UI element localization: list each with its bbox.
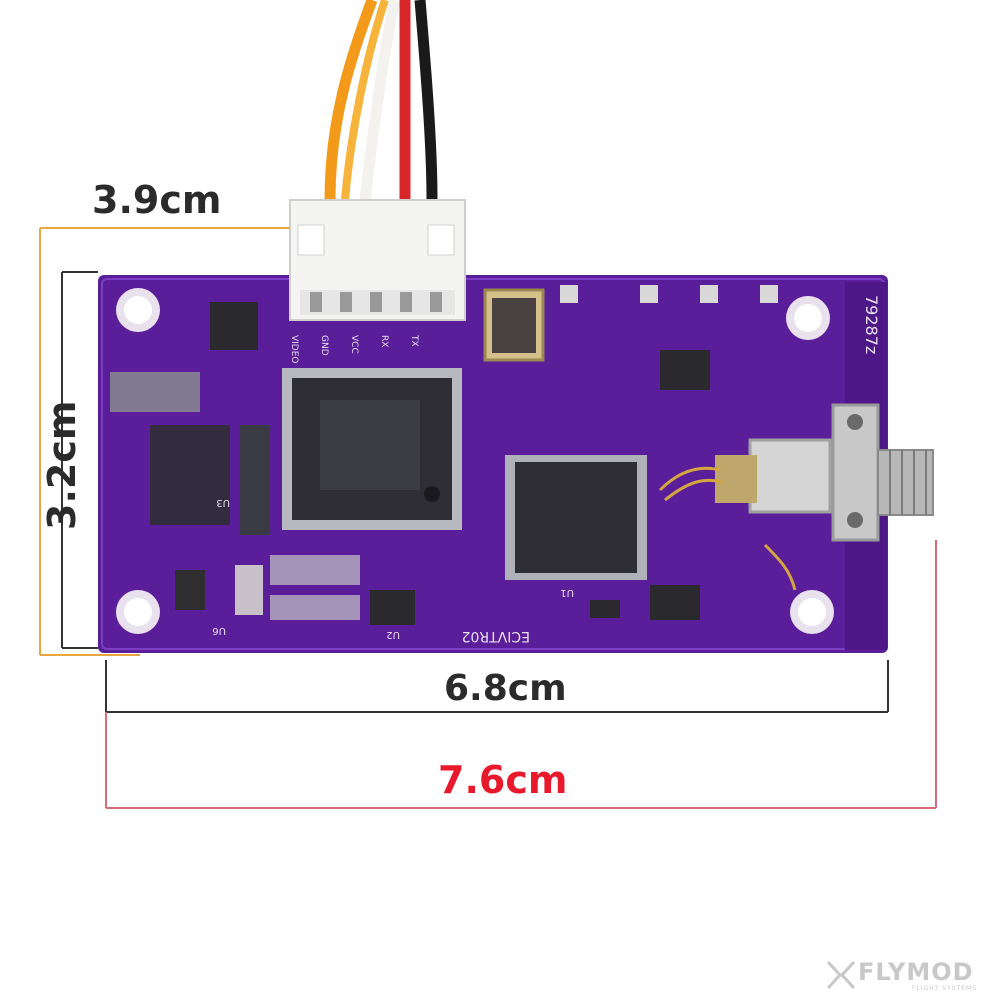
silkscreen-text: ECIVTR02 79287z U1 U3 U6 U2 VIDEO GND VCC R…	[212, 295, 881, 644]
silk-pin-label: RX	[379, 335, 389, 347]
right-components	[560, 285, 778, 620]
silk-board-id: ECIVTR02	[462, 628, 530, 644]
cable-black	[414, 0, 438, 201]
height-dimension-label: 3.2cm	[40, 400, 84, 530]
silk-u3: U3	[216, 497, 230, 508]
silk-u6: U6	[212, 625, 226, 636]
cable-orange	[324, 0, 378, 201]
sma-connector	[658, 403, 934, 591]
silk-pin-label: TX	[409, 334, 419, 347]
dimension-lines	[39, 227, 937, 809]
silk-pin-label: VCC	[349, 335, 359, 354]
silk-pin-label: GND	[319, 335, 329, 356]
mounting-holes	[116, 288, 834, 634]
silk-u1: U1	[560, 587, 574, 598]
board-length-label: 6.8cm	[444, 668, 567, 709]
width-dimension-label: 3.9cm	[92, 178, 222, 222]
watermark-brand: FLYMOD	[858, 958, 974, 986]
x-wing-icon	[826, 960, 856, 990]
watermark-tagline: FLIGHT SYSTEMS	[912, 985, 978, 992]
cable-white	[359, 0, 401, 201]
chip-main	[282, 368, 462, 530]
silk-connector-pins: VIDEO GND VCC RX TX	[289, 334, 419, 364]
jst-connector	[289, 199, 466, 321]
chip-secondary	[505, 455, 647, 580]
silk-pin-label: VIDEO	[289, 335, 299, 364]
silk-u2: U2	[386, 629, 400, 640]
wire-harness	[324, 0, 438, 201]
cable-orange-2	[341, 0, 389, 201]
total-length-label: 7.6cm	[438, 758, 568, 802]
flymod-watermark: FLYMOD FLIGHT SYSTEMS	[826, 956, 996, 996]
silk-side-code: 79287z	[862, 295, 881, 354]
left-components	[110, 302, 415, 625]
